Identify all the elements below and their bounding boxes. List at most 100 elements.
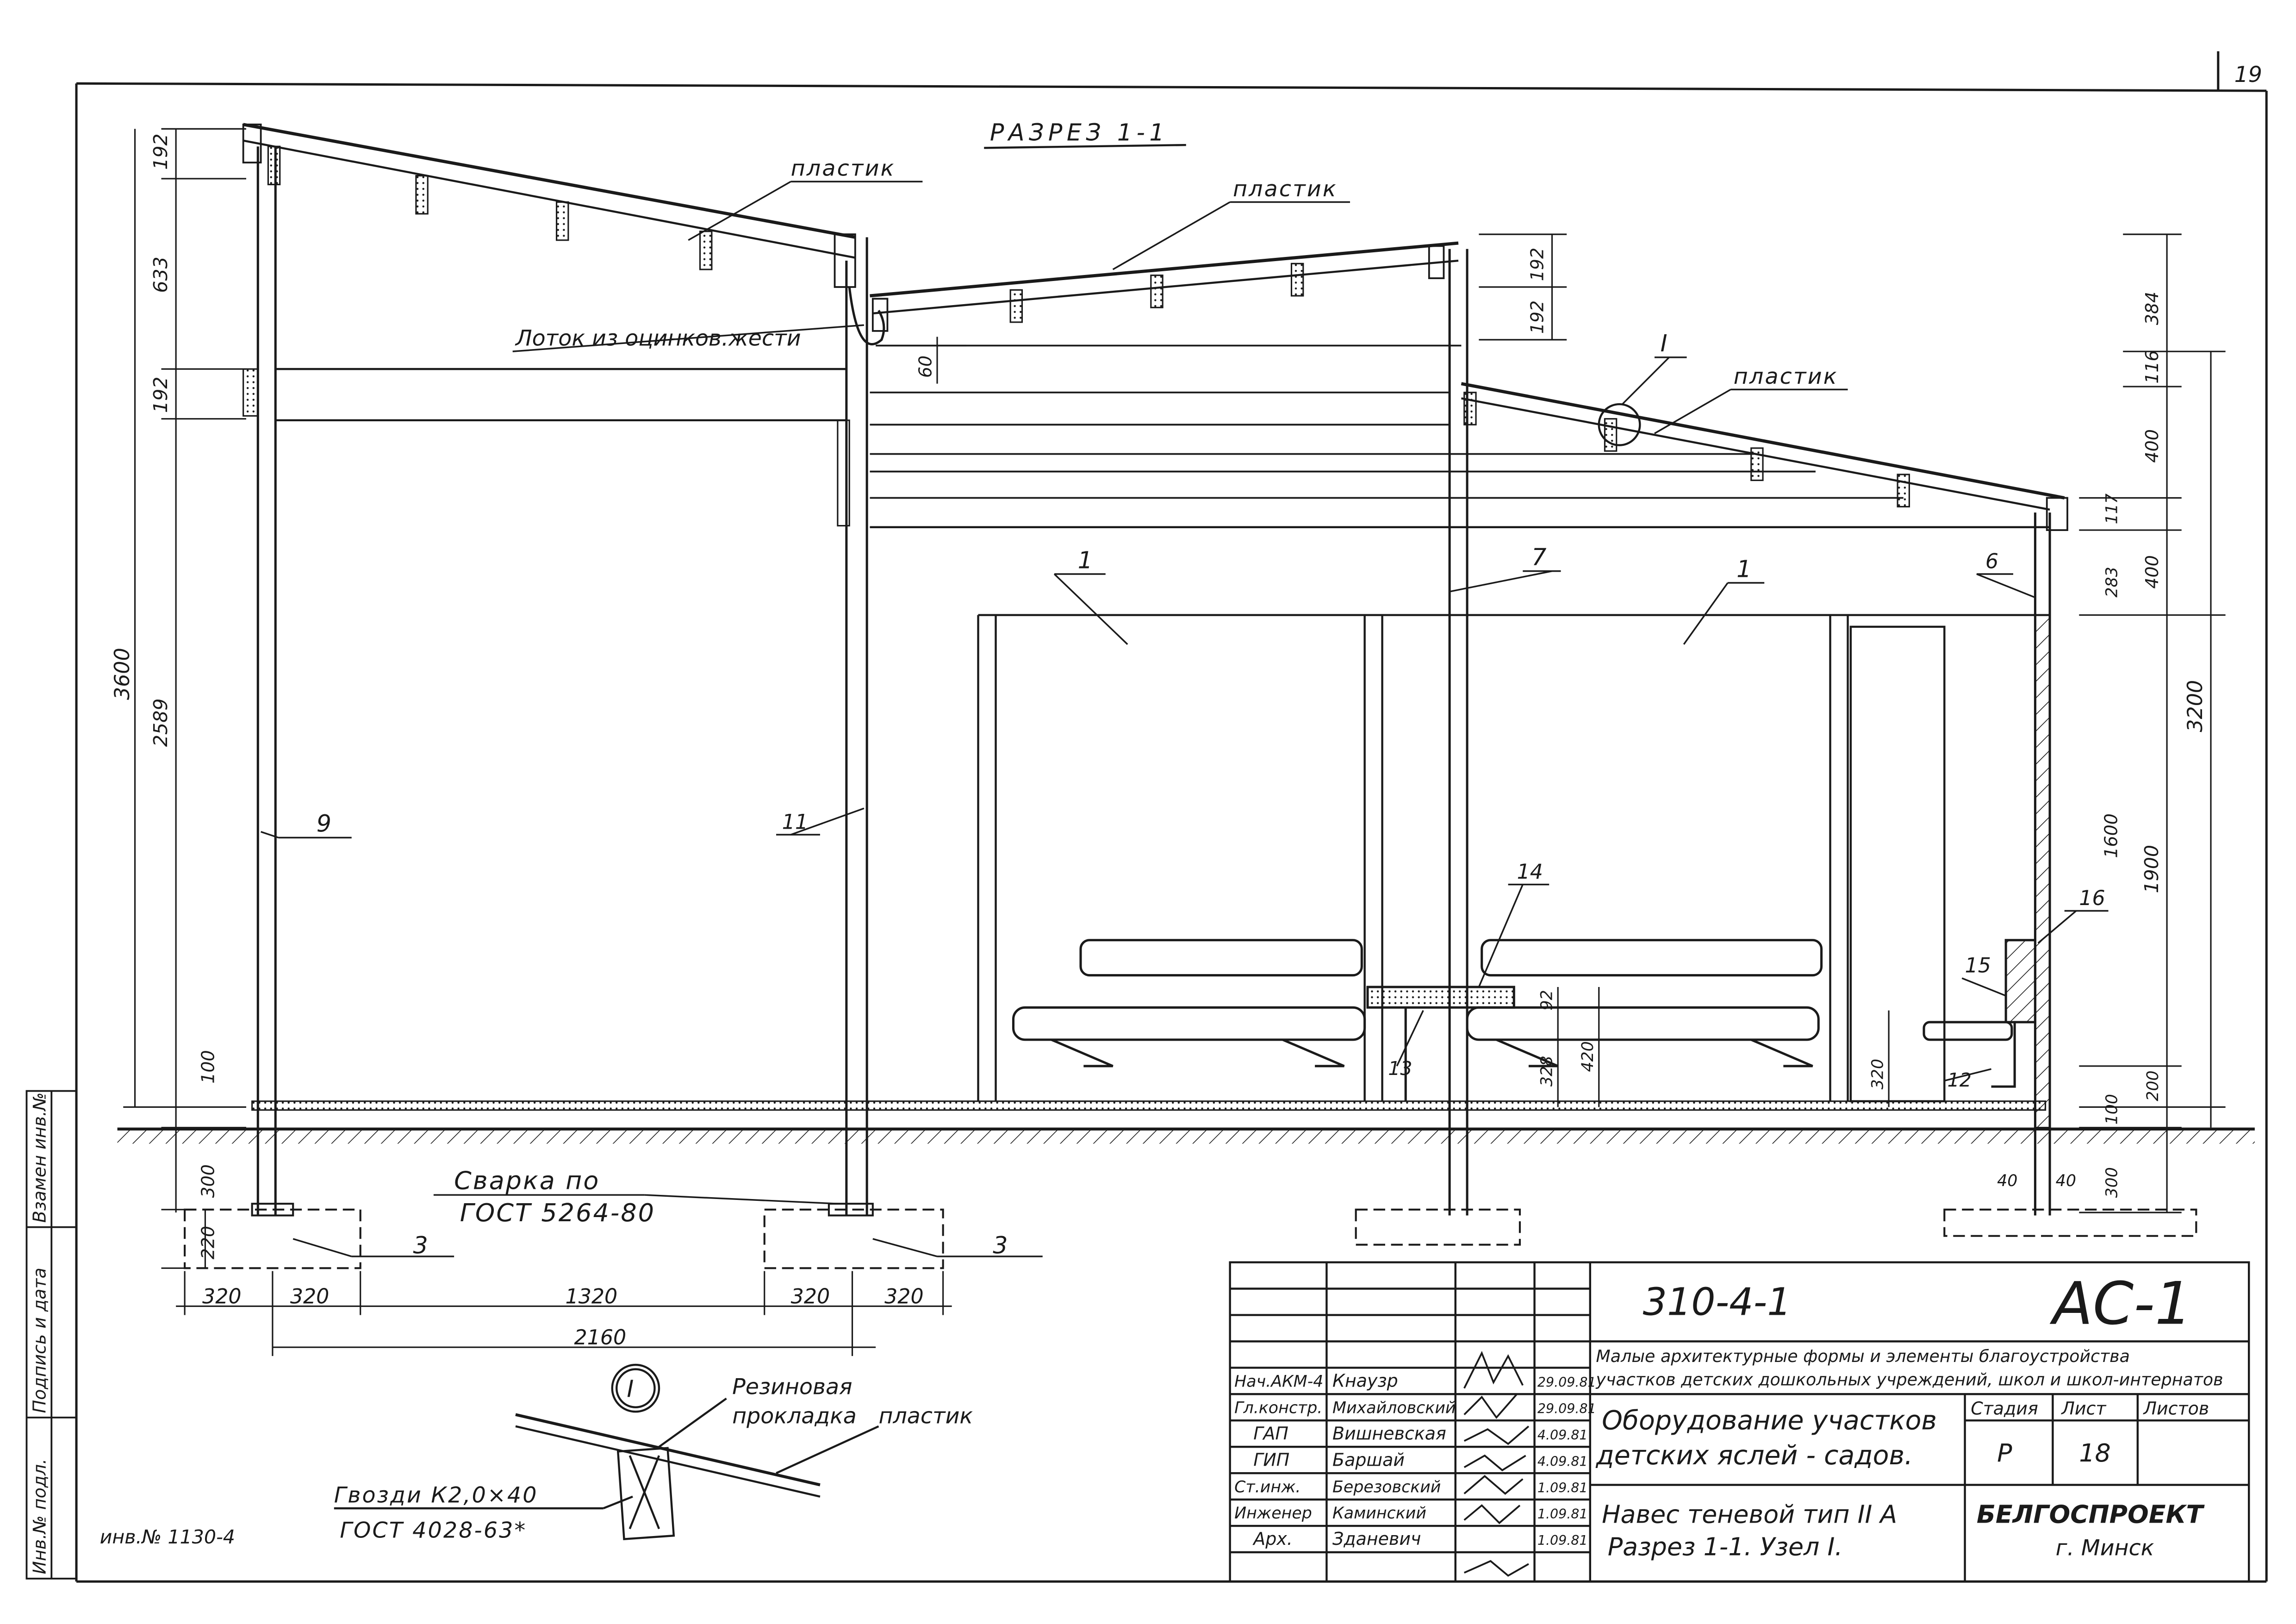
stamp-col-sheets: Листов <box>2142 1399 2209 1419</box>
callout-1b: 1 <box>1736 555 1751 582</box>
leader-lines <box>261 181 2109 1257</box>
stamp-col-sheet: Лист <box>2060 1399 2106 1419</box>
staff-date: 4.09.81 <box>1537 1427 1588 1443</box>
staff-role: Арх. <box>1252 1529 1293 1549</box>
dim-left-192b: 192 <box>149 377 172 413</box>
node-i-detail <box>334 1363 879 1541</box>
callout-13: 13 <box>1388 1057 1412 1080</box>
callout-6: 6 <box>1985 550 1998 573</box>
dim-right-116: 116 <box>2142 350 2162 383</box>
dim-right-40b: 40 <box>2056 1172 2076 1190</box>
staff-name: Зданевич <box>1332 1529 1421 1549</box>
left-dimensions <box>123 128 246 1269</box>
callout-7: 7 <box>1531 543 1546 571</box>
staff-date: 1.09.81 <box>1537 1533 1588 1548</box>
stamp-drawing-title-2: детских яслей - садов. <box>1595 1440 1913 1471</box>
dim-right-40a: 40 <box>1997 1172 2017 1190</box>
label-plastic-2: пластик <box>1233 176 1338 202</box>
label-welding-1: Сварка по <box>454 1166 600 1195</box>
dim-top-192a: 192 <box>1527 248 1548 281</box>
staff-role: Гл.констр. <box>1234 1399 1322 1417</box>
dim-bottom-1320: 1320 <box>566 1285 618 1308</box>
label-welding-2: ГОСТ 5264-80 <box>460 1198 655 1227</box>
staff-role: Нач.АКМ-4 <box>1234 1373 1323 1391</box>
dim-bottom-320d: 320 <box>884 1285 924 1308</box>
callout-3a: 3 <box>413 1232 428 1259</box>
callout-15: 15 <box>1965 954 1991 977</box>
dim-bench-320: 320 <box>1868 1059 1887 1089</box>
staff-name: Баршай <box>1332 1449 1405 1470</box>
top-middle-dimensions <box>878 233 1567 384</box>
label-nails-2: ГОСТ 4028-63* <box>340 1518 527 1543</box>
dim-right-400a: 400 <box>2142 429 2162 462</box>
callout-16: 16 <box>2079 887 2105 910</box>
stamp-project-1: Малые архитектурные формы и элементы бла… <box>1596 1346 2129 1366</box>
node-circle-i <box>1598 403 1641 446</box>
page-number: 19 <box>2234 62 2262 87</box>
label-gutter: Лоток из оцинков.жести <box>515 326 801 351</box>
foundations <box>184 1203 2197 1269</box>
middle-roof <box>870 241 1459 332</box>
dim-left-220: 220 <box>198 1226 218 1259</box>
title-block <box>1229 1261 2250 1583</box>
left-stamp-strip <box>25 1090 77 1580</box>
dim-left-2589: 2589 <box>149 699 172 747</box>
staff-date: 29.09.81 <box>1537 1375 1596 1390</box>
signatures <box>1463 1351 1530 1577</box>
staff-role: Инженер <box>1234 1504 1312 1523</box>
dim-right-283: 283 <box>2103 567 2122 597</box>
callout-3b: 3 <box>993 1232 1008 1259</box>
stamp-city: г. Минск <box>2056 1535 2154 1561</box>
floor-slab <box>251 1100 2047 1111</box>
label-rubber-1: Резиновая <box>732 1374 852 1399</box>
stamp-sheet: 18 <box>2079 1438 2110 1468</box>
stamp-drawing-name-2: Разрез 1-1. Узел I. <box>1608 1532 1843 1561</box>
stamp-project-2: участков детских дошкольных учреждений, … <box>1595 1369 2223 1389</box>
callout-12: 12 <box>1948 1069 1972 1091</box>
stamp-staff: Нач.АКМ-4 Кнаузр 29.09.81 Гл.констр. Мих… <box>1234 1371 1596 1549</box>
callout-11: 11 <box>782 810 808 834</box>
strip-signature-date: Подпись и дата <box>30 1268 50 1413</box>
staff-name: Михайловский <box>1332 1399 1456 1417</box>
callout-9: 9 <box>317 810 331 837</box>
stamp-col-stage: Стадия <box>1971 1399 2038 1419</box>
left-roof <box>242 123 856 288</box>
label-nails-1: Гвозди К2,0×40 <box>334 1482 538 1508</box>
dim-right-400b: 400 <box>2142 555 2162 588</box>
stamp-organization: БЕЛГОСПРОЕКТ <box>1977 1500 2205 1529</box>
staff-date: 1.09.81 <box>1537 1506 1588 1522</box>
stamp-stage: Р <box>1997 1438 2012 1468</box>
staff-role: Ст.инж. <box>1234 1478 1300 1496</box>
label-node-i: I <box>1661 330 1668 357</box>
stamp-code: 310-4-1 <box>1643 1280 1792 1324</box>
strip-replace-inv: Взамен инв.№ <box>30 1093 50 1223</box>
section-title: РАЗРЕЗ 1-1 <box>990 119 1169 146</box>
label-rubber-plastic: пластик <box>878 1404 973 1429</box>
callout-1a: 1 <box>1078 546 1093 574</box>
right-dimensions <box>2079 233 2226 1213</box>
gutter <box>848 287 1462 347</box>
left-frame <box>243 146 868 1216</box>
dim-left-633: 633 <box>149 256 172 293</box>
dim-left-192a: 192 <box>149 133 172 169</box>
staff-date: 1.09.81 <box>1537 1480 1588 1495</box>
label-inventory: инв.№ 1130-4 <box>100 1526 235 1548</box>
dim-left-3600: 3600 <box>111 648 134 700</box>
dim-right-300: 300 <box>2103 1167 2122 1198</box>
node-i-marker: I <box>627 1375 634 1403</box>
benches <box>1012 939 2036 1101</box>
label-rubber-2: прокладка <box>732 1404 857 1429</box>
label-plastic-3: пластик <box>1734 364 1838 389</box>
staff-name: Березовский <box>1332 1478 1441 1496</box>
dim-left-300: 300 <box>198 1164 218 1198</box>
dim-gutter-gap: 60 <box>915 356 935 378</box>
dim-right-384: 384 <box>2142 292 2162 325</box>
ground <box>117 1100 2255 1144</box>
staff-name: Вишневская <box>1332 1423 1446 1443</box>
dim-bottom-320c: 320 <box>791 1285 830 1308</box>
stamp-sheet-mark: АС-1 <box>2049 1270 2192 1338</box>
dim-right-1600: 1600 <box>2101 813 2122 858</box>
right-roof <box>1461 382 2068 531</box>
bench-dimensions <box>1557 987 1890 1107</box>
dim-left-100: 100 <box>198 1050 218 1083</box>
